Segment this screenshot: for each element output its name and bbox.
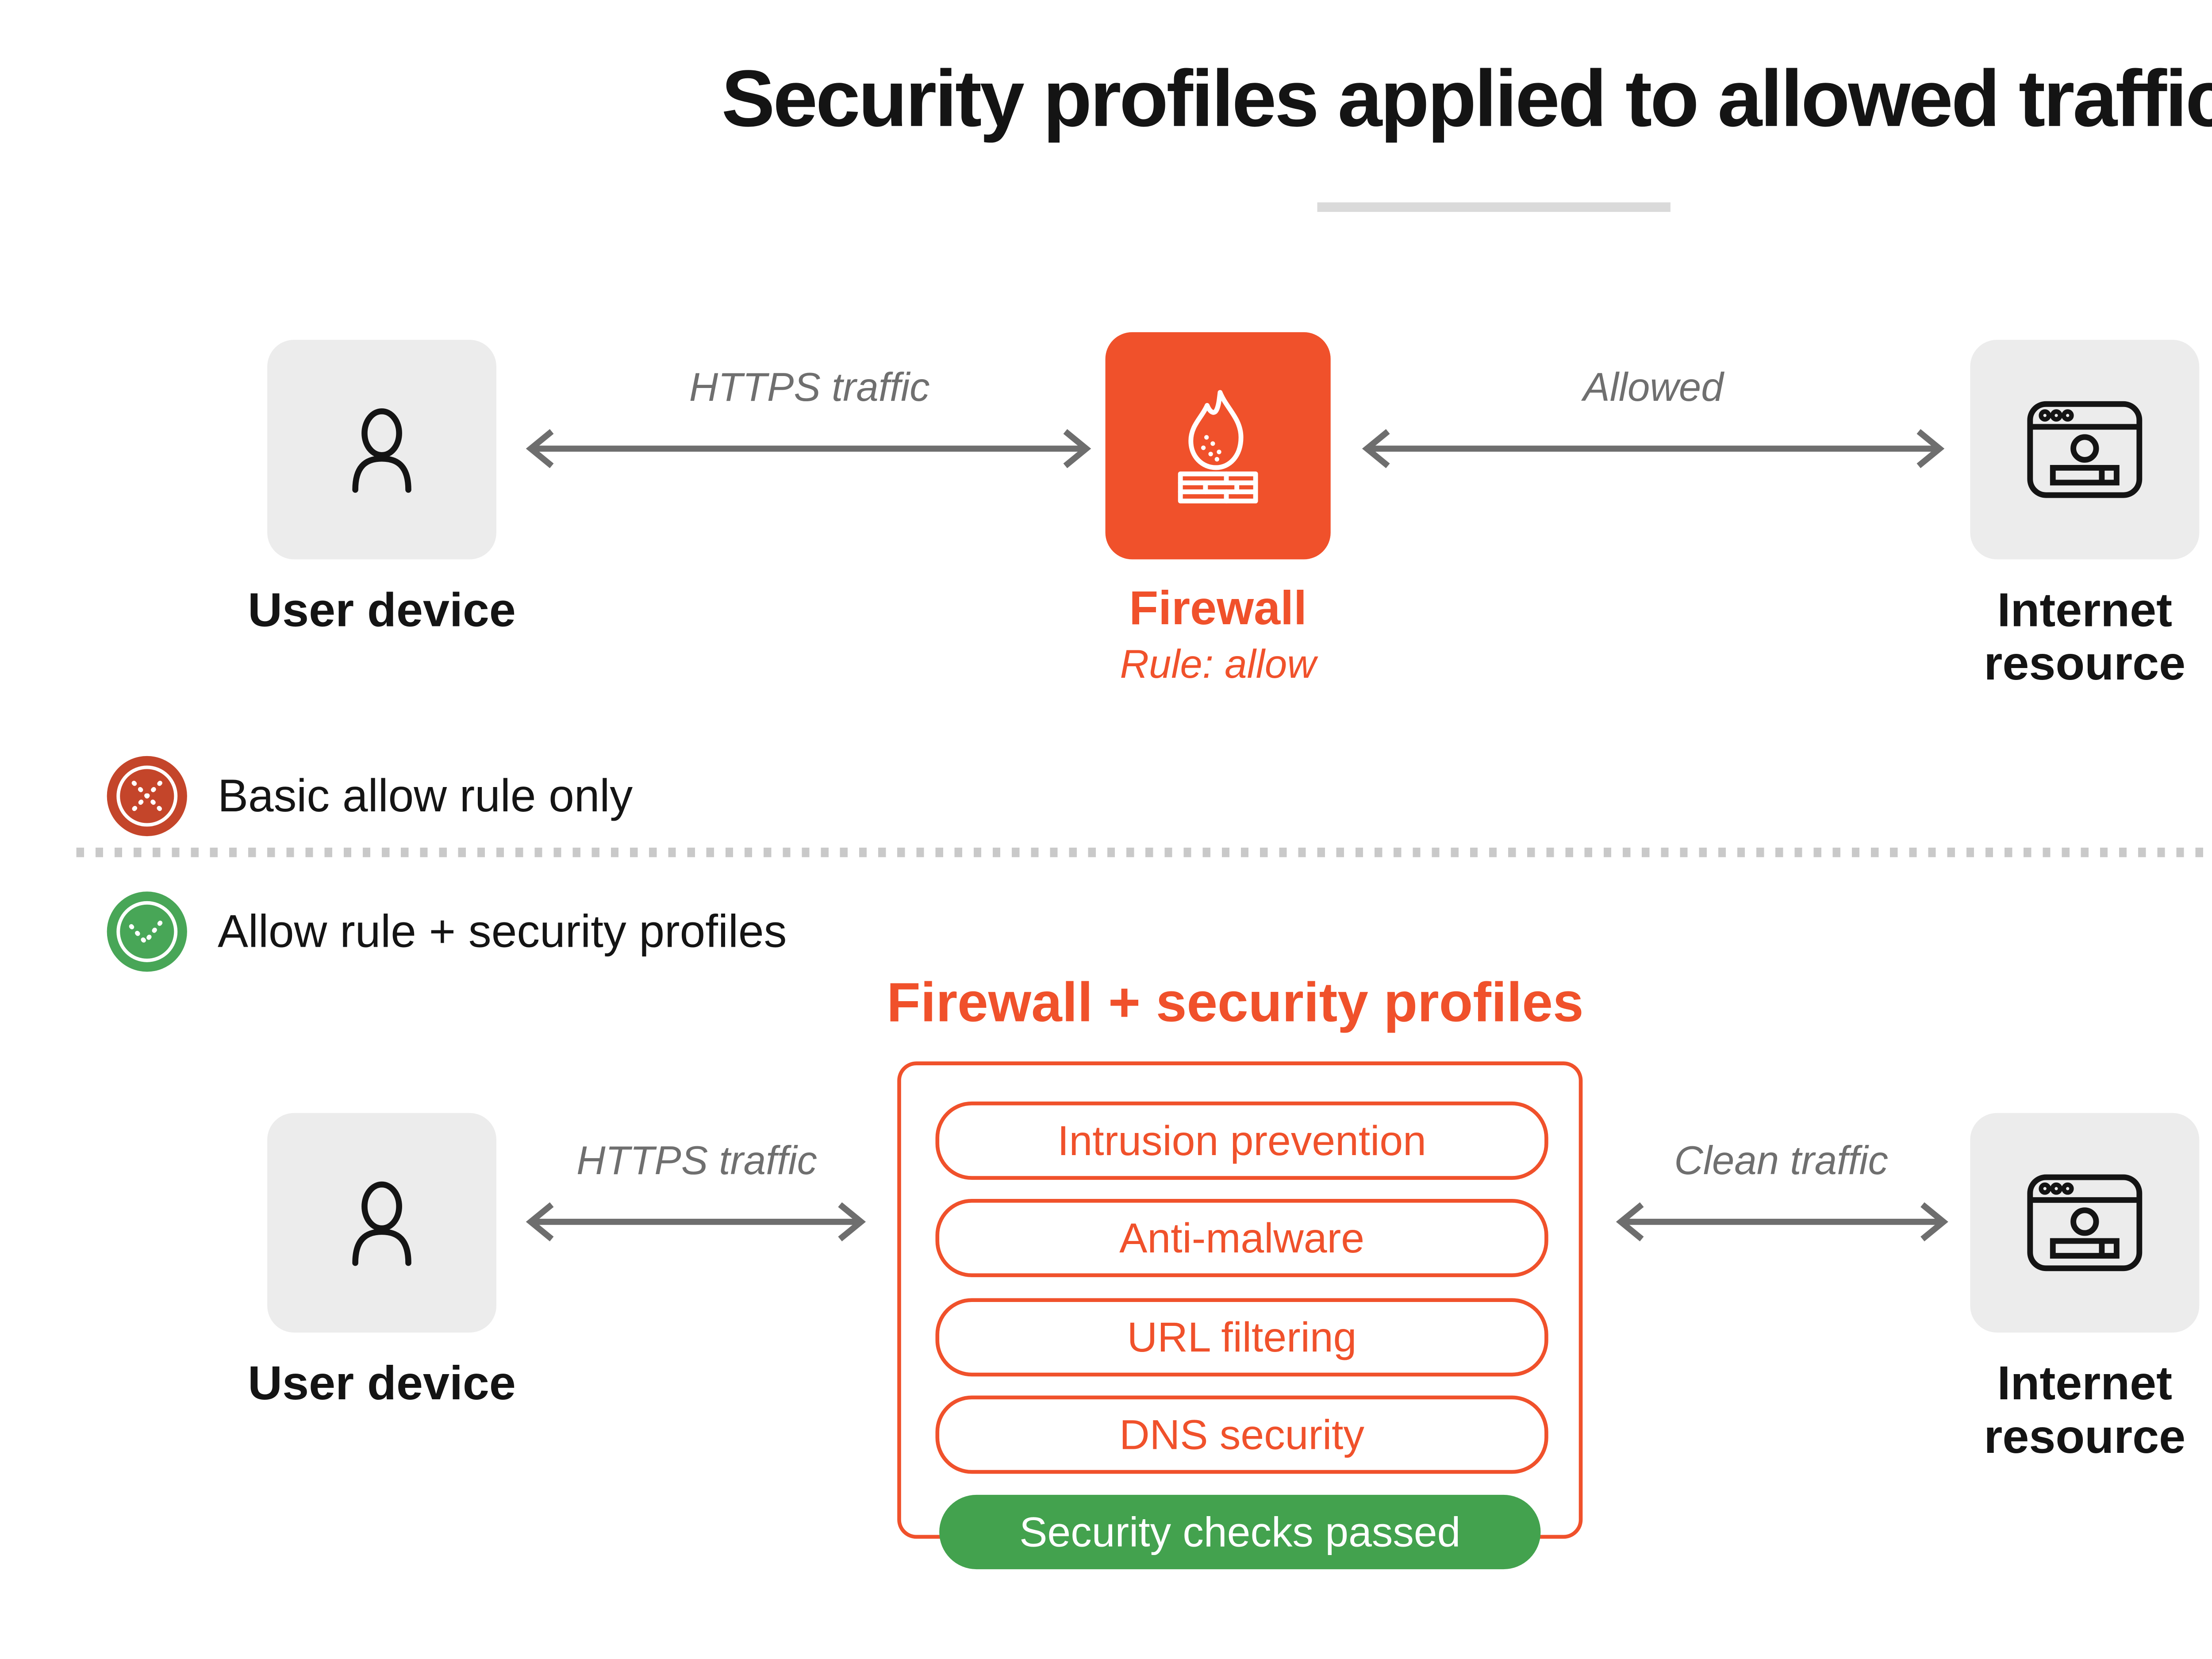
browser-window-icon bbox=[2026, 399, 2144, 500]
firewall-rule-label: Rule: allow bbox=[1120, 643, 1316, 687]
dotted-divider bbox=[76, 847, 2212, 857]
internet-resource-card-top bbox=[1970, 340, 2200, 560]
pill-url-filtering: URL filtering bbox=[935, 1298, 1548, 1377]
user-device-label-bottom: User device bbox=[248, 1357, 516, 1411]
internet-resource-card-bottom bbox=[1970, 1113, 2200, 1333]
person-icon bbox=[326, 394, 437, 505]
firewall-card bbox=[1105, 332, 1331, 560]
legend-basic-label: Basic allow rule only bbox=[217, 771, 633, 823]
user-device-card-bottom bbox=[267, 1113, 496, 1333]
title-underline bbox=[1317, 202, 1671, 212]
clean-traffic-arrow bbox=[1609, 1197, 1955, 1247]
legend-x-badge bbox=[107, 756, 187, 837]
firewall-label: Firewall bbox=[1129, 582, 1307, 636]
person-icon bbox=[326, 1167, 437, 1278]
pill-anti-malware: Anti-malware bbox=[935, 1199, 1548, 1277]
allowed-arrow bbox=[1356, 424, 1951, 473]
https-traffic-label-top: HTTPS traffic bbox=[689, 366, 930, 411]
allowed-label: Allowed bbox=[1583, 366, 1724, 411]
https-traffic-arrow-bottom bbox=[519, 1197, 872, 1247]
https-traffic-label-bottom: HTTPS traffic bbox=[576, 1140, 817, 1184]
page-title: Security profiles applied to allowed tra… bbox=[721, 53, 2212, 143]
firewall-profiles-title: Firewall + security profiles bbox=[887, 973, 1584, 1035]
security-checks-passed-pill: Security checks passed bbox=[939, 1494, 1541, 1570]
pill-intrusion-prevention: Intrusion prevention bbox=[935, 1101, 1548, 1180]
legend-profiles-label: Allow rule + security profiles bbox=[217, 906, 787, 959]
user-device-card-top bbox=[267, 340, 496, 560]
browser-window-icon bbox=[2026, 1172, 2144, 1274]
https-traffic-arrow-top bbox=[519, 424, 1098, 473]
internet-resource-label-bottom: Internet resource bbox=[1984, 1357, 2186, 1464]
pill-dns-security: DNS security bbox=[935, 1395, 1548, 1474]
user-device-label-top: User device bbox=[248, 584, 516, 638]
x-icon bbox=[107, 756, 187, 836]
clean-traffic-label: Clean traffic bbox=[1674, 1140, 1888, 1184]
firewall-flame-brick-icon bbox=[1151, 379, 1285, 513]
check-icon bbox=[107, 891, 187, 972]
legend-check-badge bbox=[107, 891, 187, 972]
internet-resource-label-top: Internet resource bbox=[1984, 584, 2186, 691]
